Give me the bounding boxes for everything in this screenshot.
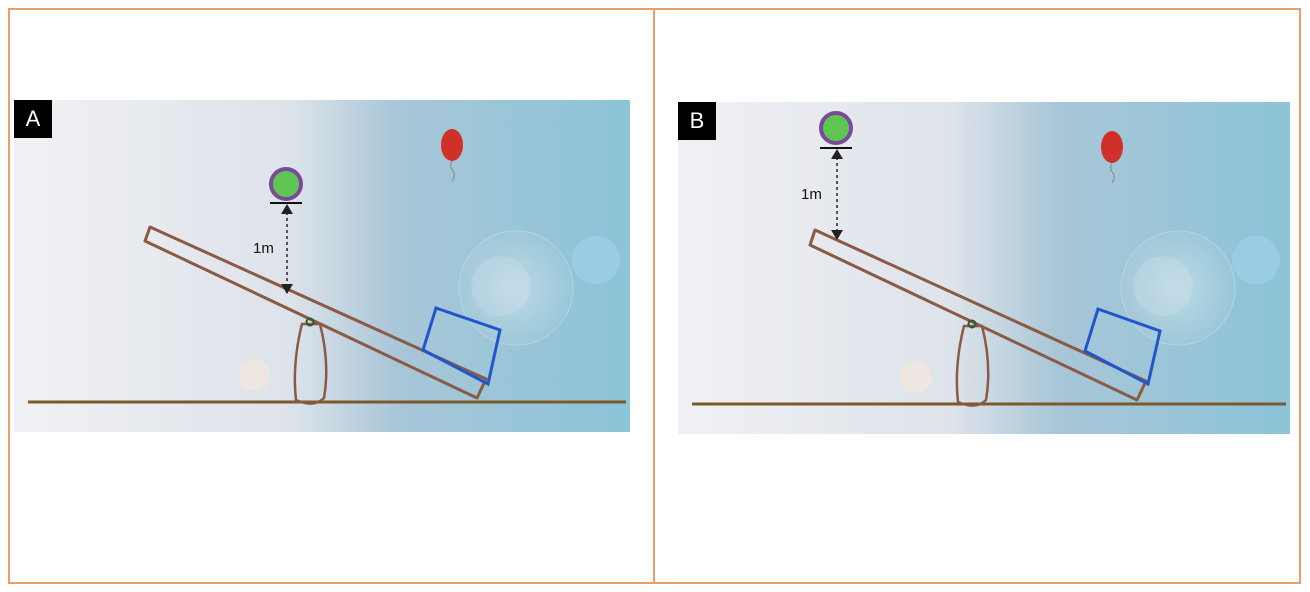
pivot-bolt: [967, 319, 977, 329]
light-flare: [238, 359, 270, 391]
seesaw-plank: [143, 225, 488, 400]
distance-arrow: [831, 149, 843, 240]
light-flare: [572, 236, 620, 284]
fulcrum: [293, 322, 328, 405]
ball-icon: [269, 167, 303, 204]
light-flare: [900, 361, 932, 393]
light-flare: [1232, 236, 1280, 284]
panel-b: B 1m: [678, 102, 1290, 434]
panel-a-scene: [14, 100, 630, 432]
blue-block: [1083, 307, 1162, 387]
panel-label-badge: A: [14, 100, 52, 138]
panel-b-scene: [678, 102, 1290, 434]
ball-icon: [819, 111, 853, 149]
balloon-icon: [1101, 131, 1123, 184]
seesaw-plank: [808, 228, 1148, 402]
distance-label: 1m: [801, 186, 822, 203]
balloon-icon: [441, 129, 463, 182]
distance-label: 1m: [253, 240, 274, 257]
light-flare: [471, 256, 531, 316]
distance-arrow: [281, 204, 293, 294]
blue-block: [421, 306, 502, 387]
panel-a: A 1m: [14, 100, 630, 432]
panel-divider: [653, 8, 655, 584]
light-flare: [1133, 256, 1193, 316]
panel-label-badge: B: [678, 102, 716, 140]
pivot-bolt: [305, 317, 315, 327]
light-flare: [1120, 230, 1236, 346]
fulcrum: [955, 324, 990, 407]
light-flare: [458, 230, 574, 346]
